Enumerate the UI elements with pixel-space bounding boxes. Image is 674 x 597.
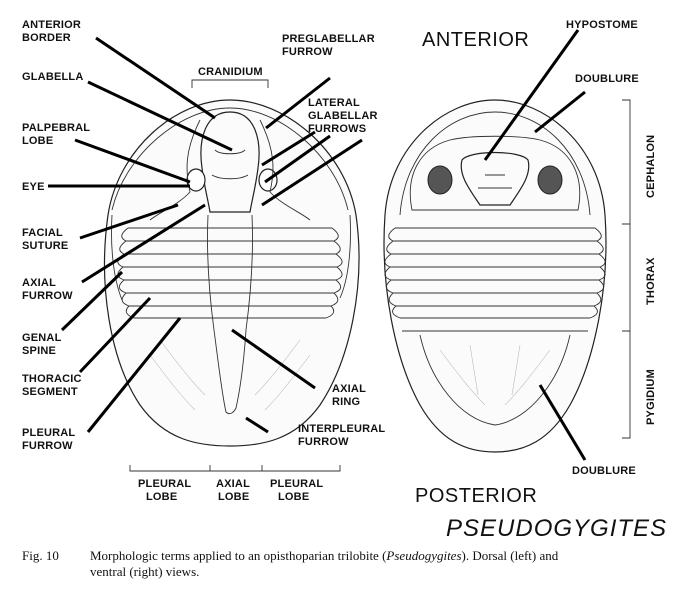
ventral-hypostome [460, 151, 530, 206]
dorsal-thorax [117, 214, 343, 331]
label-anterior-border-2: BORDER [22, 32, 71, 44]
label-thorax: THORAX [645, 257, 657, 305]
label-preglabellar-furrow-2: FURROW [282, 46, 333, 58]
label-interpleural-furrow-2: FURROW [298, 436, 349, 448]
label-axial-lobe-2: LOBE [218, 491, 249, 503]
label-cranidium: CRANIDIUM [198, 66, 263, 78]
label-axial-ring-2: RING [332, 396, 360, 408]
label-eye: EYE [22, 181, 45, 193]
ventral-left-eye [427, 165, 453, 195]
label-interpleural-furrow-1: INTERPLEURAL [298, 423, 385, 435]
label-axial-furrow-2: FURROW [22, 290, 73, 302]
label-anterior-border-1: ANTERIOR [22, 19, 81, 31]
label-genal-spine-2: SPINE [22, 345, 56, 357]
ventral-right-eye [537, 165, 563, 195]
label-posterior: POSTERIOR [415, 485, 537, 507]
caption-text-after: ). Dorsal (left) and [461, 548, 559, 563]
dorsal-glabella [200, 111, 260, 213]
label-genal-spine-1: GENAL [22, 332, 62, 344]
dorsal-view [104, 99, 360, 447]
leader-lines [48, 29, 631, 472]
label-thoracic-segment-2: SEGMENT [22, 386, 78, 398]
caption-text-before: Morphologic terms applied to an opisthop… [90, 548, 387, 563]
caption-genus: Pseudogygites [386, 548, 462, 563]
label-lateral-glabellar-3: FURROWS [308, 123, 366, 135]
ventral-view [383, 99, 607, 453]
label-axial-furrow-1: AXIAL [22, 277, 56, 289]
label-glabella: GLABELLA [22, 71, 83, 83]
ventral-pygidium [419, 334, 571, 426]
genus-title: PSEUDOGYGITES [446, 515, 667, 542]
label-pygidium: PYGIDIUM [645, 369, 657, 425]
caption-fig-label: Fig. 10 [22, 548, 59, 563]
label-facial-suture-1: FACIAL [22, 227, 63, 239]
label-thoracic-segment-1: THORACIC [22, 373, 82, 385]
label-doublure-top: DOUBLURE [575, 73, 639, 85]
label-lateral-glabellar-1: LATERAL [308, 97, 360, 109]
label-doublure-bottom: DOUBLURE [572, 465, 636, 477]
label-cephalon: CEPHALON [645, 135, 657, 198]
label-axial-ring-1: AXIAL [332, 383, 366, 395]
dorsal-pygidium-axis [213, 329, 247, 415]
label-palpebral-lobe-1: PALPEBRAL [22, 122, 90, 134]
label-lateral-glabellar-2: GLABELLAR [308, 110, 378, 122]
label-axial-lobe-1: AXIAL [216, 478, 250, 490]
label-pleural-lobe-left-1: PLEURAL [138, 478, 191, 490]
caption-line-2: ventral (right) views. [90, 564, 200, 579]
label-facial-suture-2: SUTURE [22, 240, 68, 252]
label-pleural-furrow-1: PLEURAL [22, 427, 75, 439]
ventral-thorax [384, 227, 606, 332]
labels: ANTERIOR BORDER GLABELLA PALPEBRAL LOBE … [22, 19, 667, 542]
label-pleural-lobe-right-2: LOBE [278, 491, 309, 503]
label-pleural-furrow-2: FURROW [22, 440, 73, 452]
label-pleural-lobe-left-2: LOBE [146, 491, 177, 503]
dorsal-left-eye [186, 168, 206, 192]
label-anterior: ANTERIOR [422, 29, 529, 51]
label-hypostome: HYPOSTOME [566, 19, 638, 31]
label-preglabellar-furrow-1: PREGLABELLAR [282, 33, 375, 45]
label-palpebral-lobe-2: LOBE [22, 135, 53, 147]
label-pleural-lobe-right-1: PLEURAL [270, 478, 323, 490]
figure-caption: Fig. 10 Morphologic terms applied to an o… [22, 548, 662, 580]
